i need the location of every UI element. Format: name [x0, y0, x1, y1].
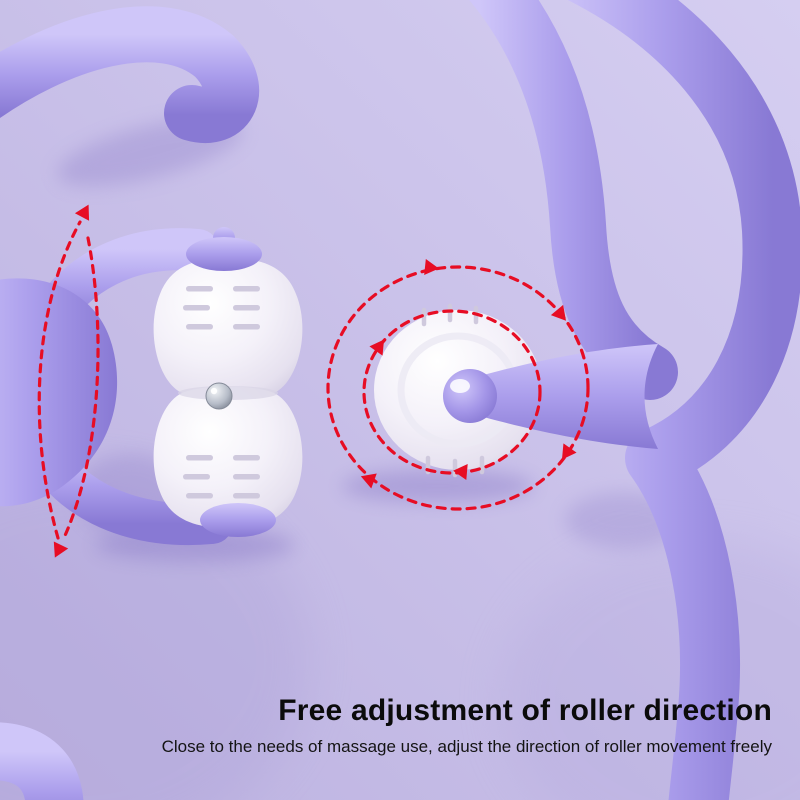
axle-highlight: [450, 379, 470, 393]
lower-clamp-cap: [200, 503, 276, 537]
left-roller-top-barrel: [153, 258, 303, 400]
left-arc-down: [61, 236, 100, 542]
center-arrowheads: [360, 259, 577, 489]
left-hub: [0, 278, 118, 507]
handle-top-left: [0, 6, 259, 143]
roller-screw: [205, 382, 233, 410]
left-rotation-arrows: [37, 204, 100, 558]
rotation-circle-inner: [362, 309, 542, 475]
left-roller-grip-slits: [183, 286, 260, 499]
caption-subtitle: Close to the needs of massage use, adjus…: [161, 737, 772, 756]
center-rotation-arrows: [326, 259, 590, 511]
center-roller: [374, 303, 658, 478]
left-roller: [153, 227, 303, 537]
tube-right-outer: [567, 0, 800, 800]
roller-axle-tip: [443, 369, 497, 423]
caption-title: Free adjustment of roller direction: [278, 694, 772, 727]
left-arc-up: [37, 220, 82, 540]
caption: Free adjustment of roller direction Clos…: [0, 694, 772, 757]
tube-right-inner: [469, 0, 678, 400]
left-arrowheads: [53, 204, 90, 558]
roller-axle-arm: [472, 344, 658, 449]
upper-clamp-cap: [186, 237, 262, 271]
left-roller-bottom-barrel: [153, 386, 303, 528]
rotation-circle-outer: [326, 265, 590, 511]
tube-bottom-left: [0, 722, 84, 800]
